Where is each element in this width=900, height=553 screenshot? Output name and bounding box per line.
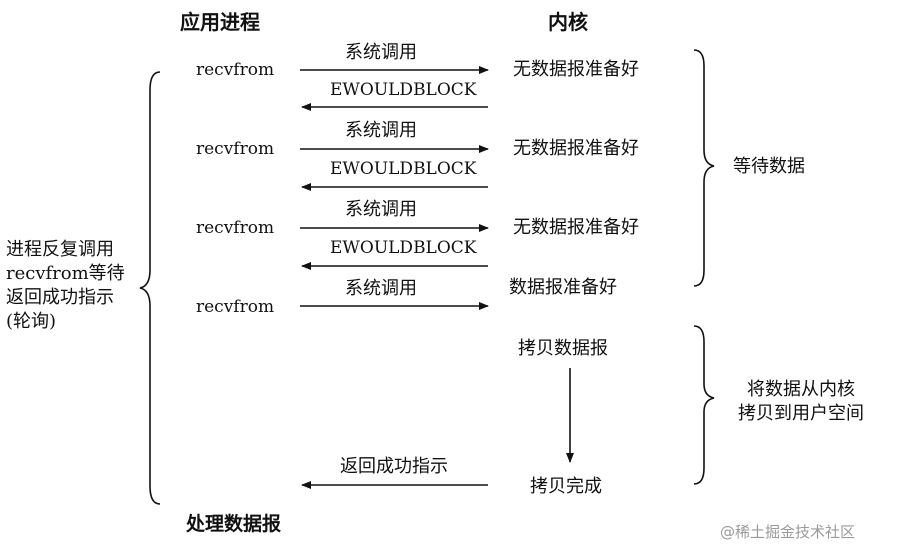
syscall-label-2: 系统调用 [345,120,417,141]
kernel-header: 内核 [548,10,588,34]
ewouldblock-label-3: EWOULDBLOCK [330,238,477,258]
app-process-header: 应用进程 [180,10,260,34]
watermark: @稀土掘金技术社区 [720,523,856,541]
ewouldblock-label-2: EWOULDBLOCK [330,159,477,179]
copy-phase-brace [693,325,715,485]
kernel-state-2: 无数据报准备好 [513,138,639,159]
wait-phase-label: 等待数据 [733,156,805,177]
recvfrom-call-3: recvfrom [196,218,275,238]
recvfrom-call-4: recvfrom [196,297,275,317]
return-success-label: 返回成功指示 [340,456,448,477]
kernel-state-1: 无数据报准备好 [513,59,639,80]
polling-note: 进程反复调用 recvfrom等待 返回成功指示 (轮询) [6,239,125,332]
syscall-label-3: 系统调用 [345,199,417,220]
process-datagram-label: 处理数据报 [186,513,282,535]
recvfrom-call-1: recvfrom [196,60,275,80]
kernel-state-4: 数据报准备好 [509,277,617,298]
ewouldblock-label-1: EWOULDBLOCK [330,80,477,100]
copy-datagram-label: 拷贝数据报 [518,338,608,359]
recvfrom-call-2: recvfrom [196,139,275,159]
syscall-label-4: 系统调用 [345,278,417,299]
kernel-state-3: 无数据报准备好 [513,217,639,238]
copy-done-label: 拷贝完成 [530,476,602,497]
copy-phase-label: 将数据从内核 拷贝到用户空间 [738,379,864,424]
syscall-label-1: 系统调用 [345,42,417,63]
wait-phase-brace [693,49,715,287]
left-brace [139,71,161,505]
